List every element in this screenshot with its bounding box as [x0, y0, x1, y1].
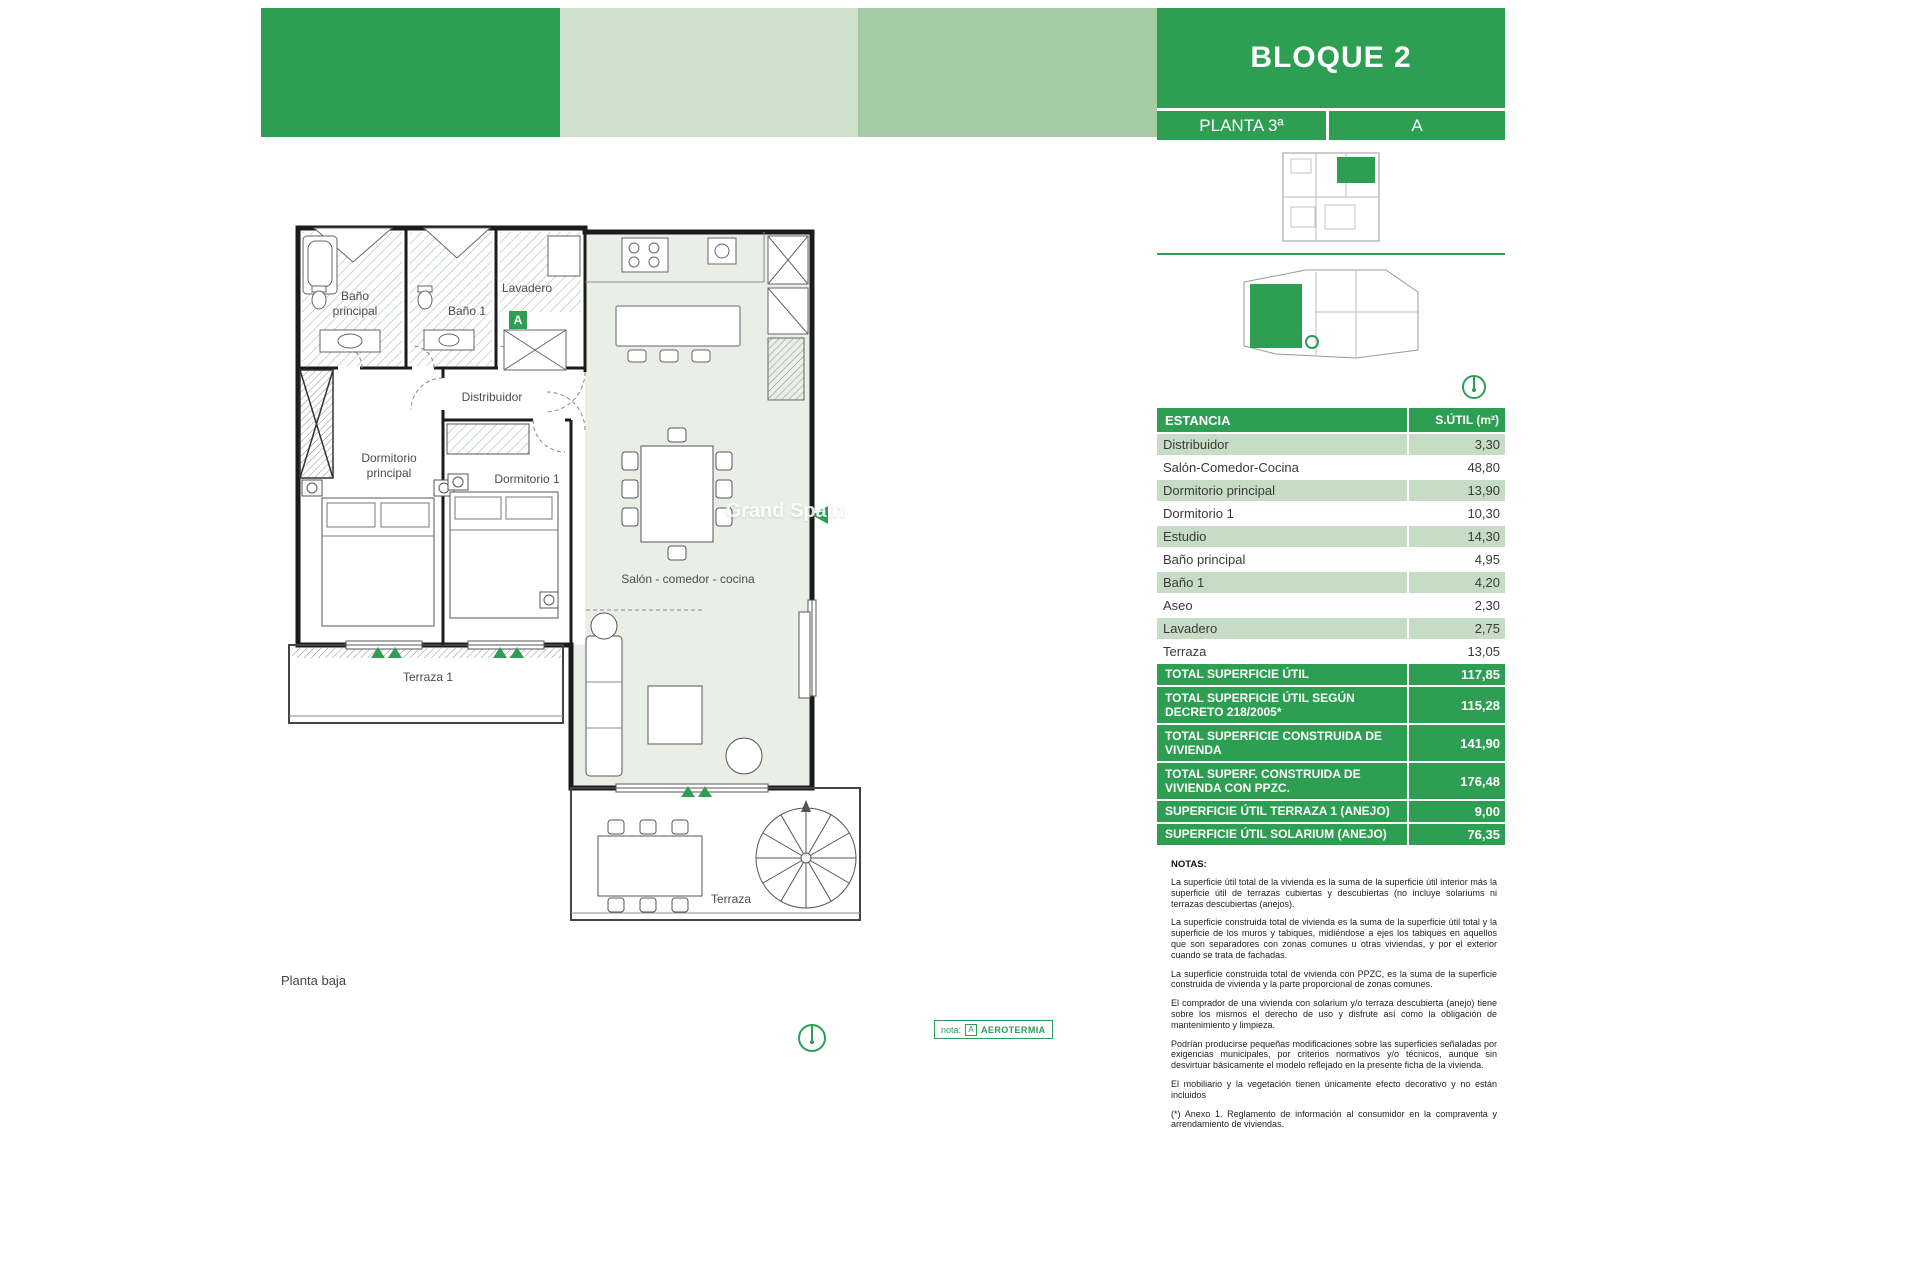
total-row: SUPERFICIE ÚTIL TERRAZA 1 (ANEJO)9,00 [1157, 801, 1505, 822]
aerotermia-note-text: AEROTERMIA [981, 1024, 1046, 1035]
note-paragraph: (*) Anexo 1. Reglamento de información a… [1171, 1108, 1497, 1130]
spiral-staircase [755, 800, 857, 909]
total-row: TOTAL SUPERF. CONSTRUIDA DE VIVIENDA CON… [1157, 763, 1505, 799]
aerotermia-note-box: nota: A AEROTERMIA [934, 1020, 1053, 1039]
note-paragraph: La superficie construida total de vivien… [1171, 968, 1497, 990]
room-label-distribuidor: Distribuidor [461, 390, 523, 404]
room-label-lavadero: Lavadero [501, 281, 553, 295]
watermark: Grand Spain [725, 500, 845, 522]
top-band-pale-green [560, 8, 858, 137]
room-label-bano-principal: Baño principal [332, 289, 378, 318]
north-compass-icon [798, 1024, 826, 1052]
col-estancia: ESTANCIA [1157, 408, 1407, 432]
kitchen [585, 232, 809, 401]
col-sutil: S.ÚTIL (m²) [1409, 408, 1505, 432]
info-panel: BLOQUE 2 PLANTA 3ª A [1157, 8, 1505, 1280]
room-label-bano-1: Baño 1 [447, 304, 487, 318]
bathroom-fixtures [302, 235, 581, 371]
opening-markers [371, 506, 828, 797]
floor-cell: PLANTA 3ª [1157, 111, 1329, 140]
note-paragraph: Podrían producirse pequeñas modificacion… [1171, 1038, 1497, 1071]
green-divider [1157, 253, 1505, 255]
floor-unit-row: PLANTA 3ª A [1157, 108, 1505, 140]
floor-level-label: Planta baja [281, 973, 347, 988]
terrace-furniture [597, 819, 703, 913]
panel-compass-row [1157, 368, 1505, 406]
block-location-drawing [1243, 269, 1419, 359]
interior-walls [298, 228, 587, 645]
note-paragraph: El comprador de una vivienda con solariu… [1171, 998, 1497, 1030]
plan-thumbnail [1157, 140, 1505, 253]
total-row: TOTAL SUPERFICIE ÚTIL SEGÚN DECRETO 218/… [1157, 687, 1505, 723]
block-location-thumbnail [1157, 255, 1505, 368]
note-paragraph: La superficie construida total de vivien… [1171, 917, 1497, 960]
notes-section: NOTAS: La superficie útil total de la vi… [1157, 847, 1505, 1130]
beds [301, 473, 559, 627]
shafts [299, 369, 334, 479]
notes-title: NOTAS: [1171, 859, 1207, 870]
living-furniture [585, 611, 811, 777]
top-band-dark-green [261, 8, 560, 137]
aerotermia-badge: A [509, 311, 527, 329]
room-label-dormitorio-1: Dormitorio 1 [494, 472, 560, 486]
room-label-salon: Salón - comedor - cocina [621, 572, 755, 586]
table-header: ESTANCIA S.ÚTIL (m²) [1157, 408, 1505, 432]
room-label-dormitorio-principal: Dormitorio principal [361, 451, 417, 480]
room-label-terraza-1: Terraza 1 [402, 670, 454, 684]
wardrobe [446, 423, 530, 455]
panel-compass-icon [1462, 375, 1486, 399]
note-label: nota: [941, 1024, 962, 1035]
note-paragraph: La superficie útil total de la vivienda … [1171, 877, 1497, 909]
unit-cell: A [1411, 115, 1423, 135]
block-header: BLOQUE 2 [1157, 8, 1505, 108]
top-band-mid-green [858, 8, 1157, 137]
room-label-terraza: Terraza [710, 892, 752, 906]
note-paragraph: El mobiliario y la vegetación tienen úni… [1171, 1078, 1497, 1100]
total-row: SUPERFICIE ÚTIL SOLARIUM (ANEJO)76,35 [1157, 824, 1505, 845]
plan-thumbnail-drawing [1282, 152, 1380, 241]
block-title: BLOQUE 2 [1250, 41, 1412, 74]
dining-set [621, 427, 733, 561]
aerotermia-note-badge: A [965, 1023, 978, 1036]
